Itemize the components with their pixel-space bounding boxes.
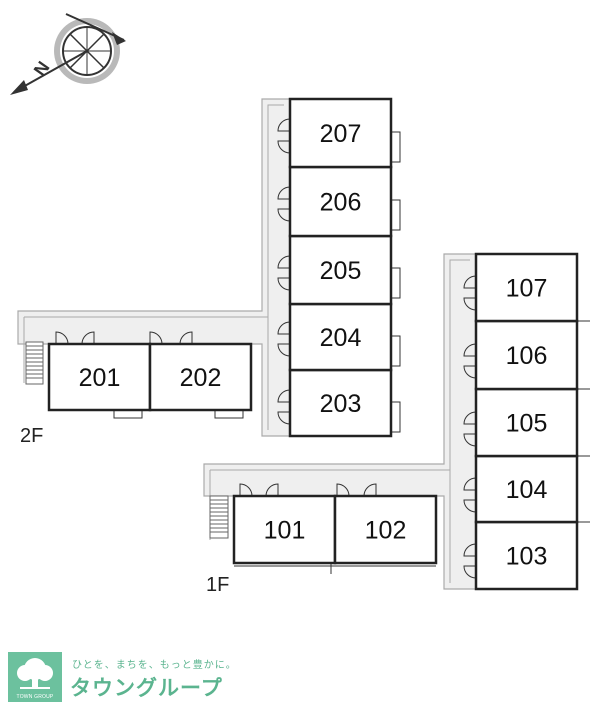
floor-label-1f: 1F [206,574,229,596]
compass-icon: N [10,13,126,95]
unit-103[interactable]: 103 [474,520,579,591]
logo-mark-text: TOWN GROUP [16,694,54,700]
doors [55,118,477,579]
unit-number: 205 [320,257,362,285]
unit-201[interactable]: 201 [47,342,152,412]
tree-logo-icon: TOWN GROUP [8,652,62,702]
unit-107[interactable]: 107 [474,252,579,323]
unit-number: 202 [180,364,222,392]
units-layer: 201 202 203 204 205 206 207 101 102 103 104 105 106 1… [47,97,579,591]
unit-number: 106 [506,342,548,370]
unit-number: 204 [320,324,362,352]
logo-name: タウングループ [70,677,223,700]
logo-tagline: ひとを、まちを、もっと豊かに。 [72,660,237,671]
unit-outline [232,494,337,565]
unit-205[interactable]: 205 [288,234,393,306]
unit-outline [288,97,393,169]
unit-number: 201 [79,364,121,392]
unit-206[interactable]: 206 [288,165,393,238]
stairs-2f [25,341,44,385]
unit-outline [474,252,579,323]
unit-outline [288,234,393,306]
unit-202[interactable]: 202 [148,342,253,412]
unit-outline [47,342,152,412]
unit-outline [474,319,579,391]
unit-number: 203 [320,390,362,418]
unit-number: 107 [506,275,548,303]
unit-104[interactable]: 104 [474,454,579,524]
unit-outline [288,165,393,238]
unit-number: 101 [264,517,306,545]
unit-outline [148,342,253,412]
unit-outline [474,454,579,524]
unit-outline [474,387,579,458]
unit-number: 207 [320,120,362,148]
unit-number: 104 [506,476,548,504]
unit-204[interactable]: 204 [288,302,393,372]
unit-outline [288,368,393,438]
compass-north-label: N [30,58,54,80]
unit-101[interactable]: 101 [232,494,337,565]
unit-outline [333,494,438,565]
unit-203[interactable]: 203 [288,368,393,438]
unit-number: 105 [506,410,548,438]
stairs-1f [209,495,229,539]
unit-102[interactable]: 102 [333,494,438,565]
unit-outline [474,520,579,591]
unit-105[interactable]: 105 [474,387,579,458]
unit-106[interactable]: 106 [474,319,579,391]
unit-number: 102 [365,517,407,545]
floor-label-2f: 2F [20,425,43,447]
unit-number: 206 [320,189,362,217]
unit-207[interactable]: 207 [288,97,393,169]
unit-number: 103 [506,543,548,571]
town-group-logo: TOWN GROUP ひとを、まちを、もっと豊かに。 タウングループ [8,652,268,702]
